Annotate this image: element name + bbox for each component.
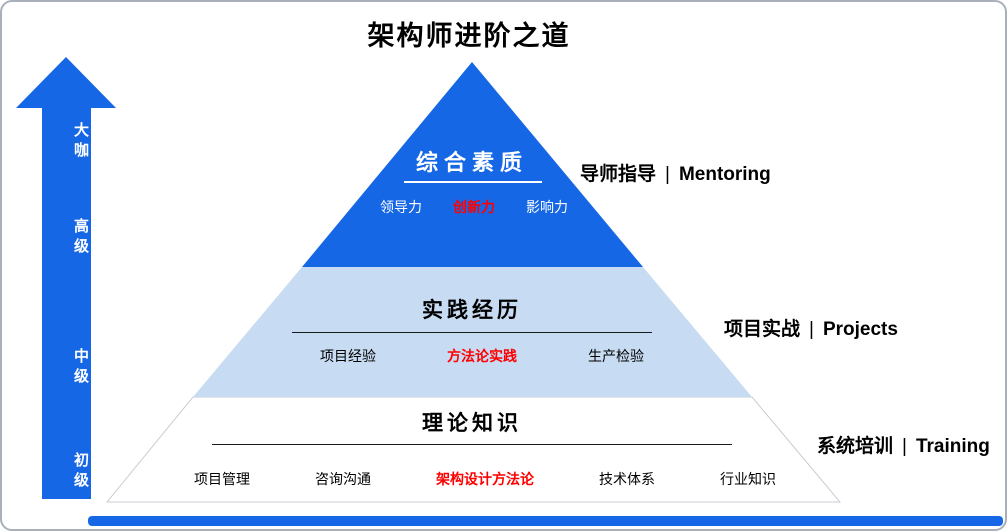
tier3-side-en: Training (915, 436, 990, 457)
tier1-side-cn: 导师指导 (580, 164, 657, 185)
tier2-item-3: 生产检验 (588, 348, 644, 364)
arrow-level-chuji: 初级 (72, 452, 89, 492)
tier1-heading: 综合素质 (415, 150, 528, 175)
tier2-heading: 实践经历 (422, 299, 522, 322)
tier1-item-1: 领导力 (380, 199, 422, 215)
tier1-side-separator: | (665, 164, 670, 185)
tier1-items: 领导力 创新力 影响力 (380, 197, 568, 217)
tier3-item-1: 项目管理 (194, 471, 250, 487)
tier1-side-label: 导师指导 | Mentoring (580, 159, 771, 186)
tier1-underline (404, 181, 542, 183)
tier3-item-5: 行业知识 (720, 471, 776, 487)
tier2-side-en: Projects (822, 319, 898, 340)
tier1-side-en: Mentoring (678, 164, 771, 185)
tier3-side-cn: 系统培训 (817, 436, 894, 457)
tier3-item-2: 咨询沟通 (315, 471, 371, 487)
tier3-side-label: 系统培训 | Training (817, 431, 990, 458)
tier2-side-label: 项目实战 | Projects (724, 314, 898, 341)
tier3-side-separator: | (902, 436, 907, 457)
tier3-heading: 理论知识 (422, 412, 522, 435)
tier2-items: 项目经验 方法论实践 生产检验 (320, 346, 644, 366)
level-up-arrow-shape (16, 57, 116, 499)
tier2-item-2-highlight: 方法论实践 (447, 348, 517, 364)
tier3-item-4: 技术体系 (599, 471, 655, 487)
bottom-accent-bar (88, 516, 1003, 526)
arrow-level-gaoji: 高级 (72, 218, 89, 258)
tier1-item-3: 影响力 (526, 199, 568, 215)
arrow-level-daka: 大咖 (72, 122, 89, 162)
page-title: 架构师进阶之道 (367, 21, 571, 51)
tier1-item-2-highlight: 创新力 (453, 199, 495, 215)
tier3-item-3-highlight: 架构设计方法论 (436, 471, 534, 487)
arrow-level-zhongji: 中级 (72, 348, 89, 388)
pyramid-top-tier-shape (302, 62, 643, 267)
tier3-underline (212, 444, 732, 445)
tier2-item-1: 项目经验 (320, 348, 376, 364)
tier2-underline (292, 332, 652, 333)
tier3-items: 项目管理 咨询沟通 架构设计方法论 技术体系 行业知识 (194, 469, 776, 489)
tier2-side-cn: 项目实战 (724, 319, 801, 340)
tier2-side-separator: | (809, 319, 814, 340)
